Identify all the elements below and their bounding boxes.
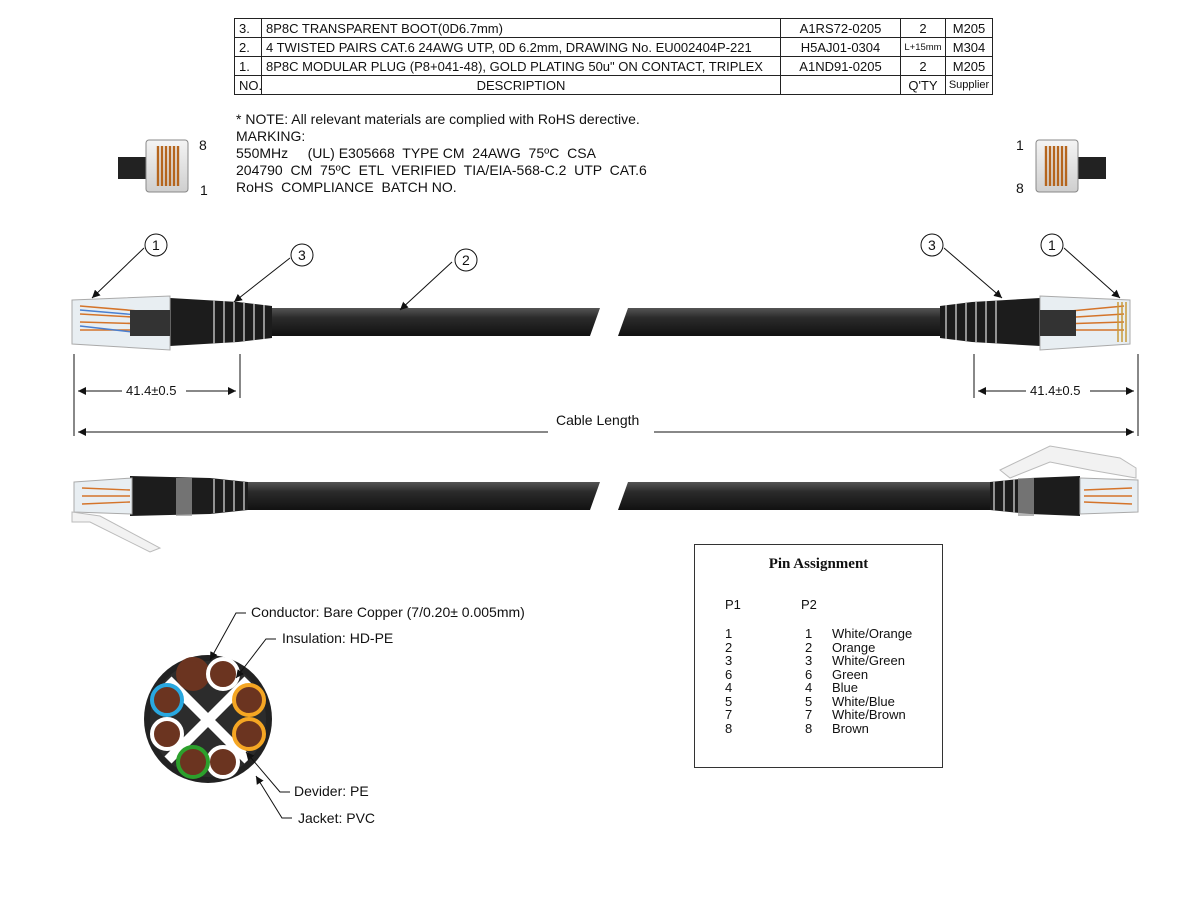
p2-pin-number: 8: [805, 720, 813, 736]
p1-pin-number: 1: [725, 626, 733, 641]
bom-header-no: NO.: [234, 75, 262, 95]
conductor-white-green: [206, 745, 240, 779]
callout-number-cable: 2: [462, 252, 470, 268]
pin-wire-name: Blue: [832, 680, 859, 695]
callout-circle: [454, 248, 478, 272]
conductor-white-orange: [232, 717, 266, 751]
table-header-row: NO. DESCRIPTION Q'TY Supplier: [234, 75, 993, 95]
bom-description: 8P8C MODULAR PLUG (P8+041-48), GOLD PLAT…: [261, 56, 781, 76]
p1-pin-number: 8: [725, 720, 733, 736]
p1-header: P1: [725, 597, 741, 612]
conductor-orange: [232, 683, 266, 717]
plug-front-view-right: [1035, 139, 1106, 193]
bom-part-number: A1RS72-0205: [780, 18, 901, 38]
dimension-lines: [73, 354, 1139, 436]
conductor-white-blue: [150, 717, 184, 751]
callout-circle: [290, 243, 314, 267]
bom-supplier: M304: [945, 37, 993, 57]
marking-line: 204790 CM 75ºC ETL VERIFIED TIA/EIA-568-…: [236, 162, 647, 178]
callout-number-boot: 3: [298, 247, 306, 263]
bom-header-supplier: Supplier: [945, 75, 993, 95]
conductor-blue: [150, 683, 184, 717]
pin-wire-name: Brown: [832, 720, 869, 736]
callout-leader-cable: [399, 261, 453, 311]
p1-pin-number: 4: [725, 680, 733, 695]
marking-line: RoHS COMPLIANCE BATCH NO.: [236, 179, 457, 195]
plug-pin-label: 1: [200, 182, 208, 198]
rohs-note: * NOTE: All relevant materials are compl…: [236, 111, 640, 127]
cross-section-leaders: [209, 612, 292, 819]
pin-assignment-box: Pin Assignment P1 P2 1 1 White/Orange 2 2 Ora…: [694, 544, 943, 768]
p2-pin-number: 6: [805, 666, 813, 682]
pin-wire-name: Orange: [832, 639, 876, 655]
p2-pin-number: 4: [805, 680, 813, 695]
p1-pin-number: 6: [725, 666, 733, 682]
conductor-white-brown: [206, 657, 240, 691]
pin-wire-name: White/Green: [832, 653, 905, 668]
p2-pin-number: 5: [805, 693, 813, 709]
plug-pin-label: 8: [1016, 180, 1024, 196]
conductor-brown: [176, 657, 210, 691]
p2-pin-number: 7: [805, 707, 813, 722]
callout-circle: [1040, 233, 1064, 257]
bom-supplier: M205: [945, 18, 993, 38]
p2-header: P2: [801, 597, 817, 612]
plug-front-view-left: [118, 139, 189, 193]
notes-block: * NOTE: All relevant materials are compl…: [236, 111, 647, 196]
insulation-label: Insulation: HD-PE: [282, 630, 394, 646]
callout-leaders: [91, 247, 1121, 311]
callout-number-boot: 3: [928, 237, 936, 253]
pin-wire-name: White/Orange: [832, 626, 913, 641]
bill-of-materials-table: 3. 8P8C TRANSPARENT BOOT(0D6.7mm) A1RS72…: [234, 18, 993, 95]
table-row: 1. 8P8C MODULAR PLUG (P8+041-48), GOLD P…: [234, 56, 993, 76]
bom-header-description: DESCRIPTION: [261, 75, 781, 95]
plug-pin-label: 8: [199, 137, 207, 153]
callout-number-plug: 1: [1048, 237, 1056, 253]
callout-leader-boot-left: [233, 257, 291, 303]
pin-wire-name: White/Blue: [832, 693, 895, 709]
cable-side-view-bottom: [71, 445, 1139, 553]
p2-pin-number: 1: [805, 626, 813, 641]
p1-pin-number: 7: [725, 707, 733, 722]
pin-assignment-title: Pin Assignment: [768, 556, 869, 572]
callout-number-plug: 1: [152, 237, 160, 253]
cable-side-view-top: [71, 295, 1131, 351]
bom-part-number: A1ND91-0205: [780, 56, 901, 76]
bom-supplier: M205: [945, 56, 993, 76]
table-row: 3. 8P8C TRANSPARENT BOOT(0D6.7mm) A1RS72…: [234, 18, 993, 38]
marking-line: 550MHz (UL) E305668 TYPE CM 24AWG 75ºC C…: [236, 145, 596, 161]
callout-leader-boot-right: [943, 247, 1003, 299]
divider-label: Devider: PE: [294, 783, 369, 799]
p1-pin-number: 2: [725, 639, 733, 655]
cable-length-label: Cable Length: [556, 412, 640, 428]
callout-circle: [144, 233, 168, 257]
marking-title: MARKING:: [236, 128, 306, 144]
callout-leader-plug-right: [1063, 247, 1121, 299]
p1-pin-number: 3: [725, 653, 733, 668]
jacket-label: Jacket: PVC: [298, 810, 376, 826]
callout-circle: [920, 233, 944, 257]
bom-header-qty: Q'TY: [900, 75, 946, 95]
p1-pin-number: 5: [725, 693, 733, 709]
pin-wire-name: Green: [832, 666, 869, 682]
conductor-label: Conductor: Bare Copper (7/0.20± 0.005mm): [251, 604, 525, 620]
dimension-left: 41.4±0.5: [126, 383, 177, 398]
conductor-green: [176, 745, 210, 779]
p2-pin-number: 3: [805, 653, 813, 668]
callout-leader-plug-left: [91, 247, 145, 299]
p2-pin-number: 2: [805, 639, 813, 655]
pin-wire-name: White/Brown: [832, 707, 906, 722]
dimension-right: 41.4±0.5: [1030, 383, 1081, 398]
table-row: 2. 4 TWISTED PAIRS CAT.6 24AWG UTP, 0D 6…: [234, 37, 993, 57]
plug-pin-label: 1: [1016, 137, 1024, 153]
cable-cross-section: [144, 612, 292, 819]
